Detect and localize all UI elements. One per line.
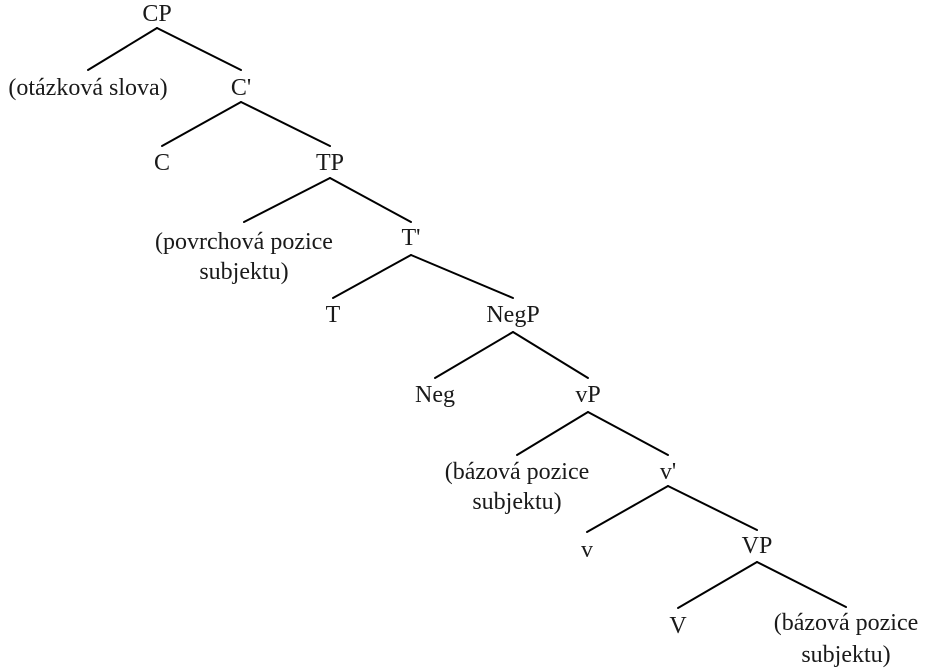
node-comp-vp-line-0: (bázová pozice: [774, 610, 919, 636]
edge-c-bar-to-c: [161, 101, 242, 147]
node-tp-line-0: TP: [316, 150, 344, 176]
node-neg-line-0: Neg: [415, 382, 455, 408]
node-cp-line-0: CP: [142, 1, 171, 27]
node-cp: CP: [142, 1, 171, 27]
edge-negp-to-neg: [434, 331, 514, 379]
edge-cp-to-c-bar: [156, 27, 242, 71]
node-v-small: v: [581, 537, 593, 563]
node-spec-tp-line-0: (povrchová pozice: [155, 229, 333, 255]
edge-vp-small-to-v-bar: [587, 411, 669, 456]
node-tp: TP: [316, 150, 344, 176]
node-c-bar-line-0: C': [231, 75, 251, 101]
node-negp: NegP: [486, 302, 539, 328]
node-negp-line-0: NegP: [486, 302, 539, 328]
node-vp-small-line-0: vP: [575, 382, 600, 408]
node-spec-tp-line-1: subjektu): [199, 259, 288, 285]
node-vp-line-0: VP: [742, 533, 773, 559]
node-v-bar: v': [660, 459, 676, 485]
node-t-bar: T': [402, 225, 421, 251]
edge-negp-to-vp-small: [512, 331, 589, 379]
edge-v-bar-to-vp: [667, 485, 758, 531]
edge-v-bar-to-v-small: [586, 485, 669, 533]
node-v-bar-line-0: v': [660, 459, 676, 485]
edge-cp-to-spec-cp: [87, 27, 158, 71]
node-comp-vp-line-1: subjektu): [801, 642, 890, 668]
edge-tp-to-t-bar: [329, 177, 412, 223]
node-t-line-0: T: [326, 302, 341, 328]
edge-tp-to-spec-tp: [243, 177, 331, 223]
edge-c-bar-to-tp: [240, 101, 331, 147]
node-v-line-0: V: [669, 613, 687, 639]
node-spec-vp-small: (bázová pozice subjektu): [445, 459, 590, 515]
edge-t-bar-to-t: [332, 254, 412, 299]
node-c: C: [154, 150, 170, 176]
node-spec-vp-small-line-0: (bázová pozice: [445, 459, 590, 485]
node-spec-cp-line-0: (otázková slova): [8, 75, 167, 101]
node-spec-vp-small-line-1: subjektu): [472, 489, 561, 515]
node-comp-vp: (bázová pozice subjektu): [774, 610, 919, 668]
node-neg: Neg: [415, 382, 455, 408]
edge-vp-small-to-spec-vp-small: [516, 411, 589, 456]
node-spec-tp: (povrchová pozice subjektu): [155, 229, 333, 285]
edge-vp-to-comp-vp: [756, 561, 847, 608]
edge-vp-to-v: [677, 561, 758, 609]
node-spec-cp: (otázková slova): [8, 75, 167, 101]
tree-edges: [87, 27, 847, 609]
edge-t-bar-to-negp: [410, 254, 514, 299]
node-vp-small: vP: [575, 382, 600, 408]
node-t: T: [326, 302, 341, 328]
node-t-bar-line-0: T': [402, 225, 421, 251]
node-vp: VP: [742, 533, 773, 559]
node-v: V: [669, 613, 687, 639]
node-v-small-line-0: v: [581, 537, 593, 563]
node-c-bar: C': [231, 75, 251, 101]
node-c-line-0: C: [154, 150, 170, 176]
tree-labels: CP (otázková slova) C' C TP (povrchová pozice…: [8, 1, 918, 668]
